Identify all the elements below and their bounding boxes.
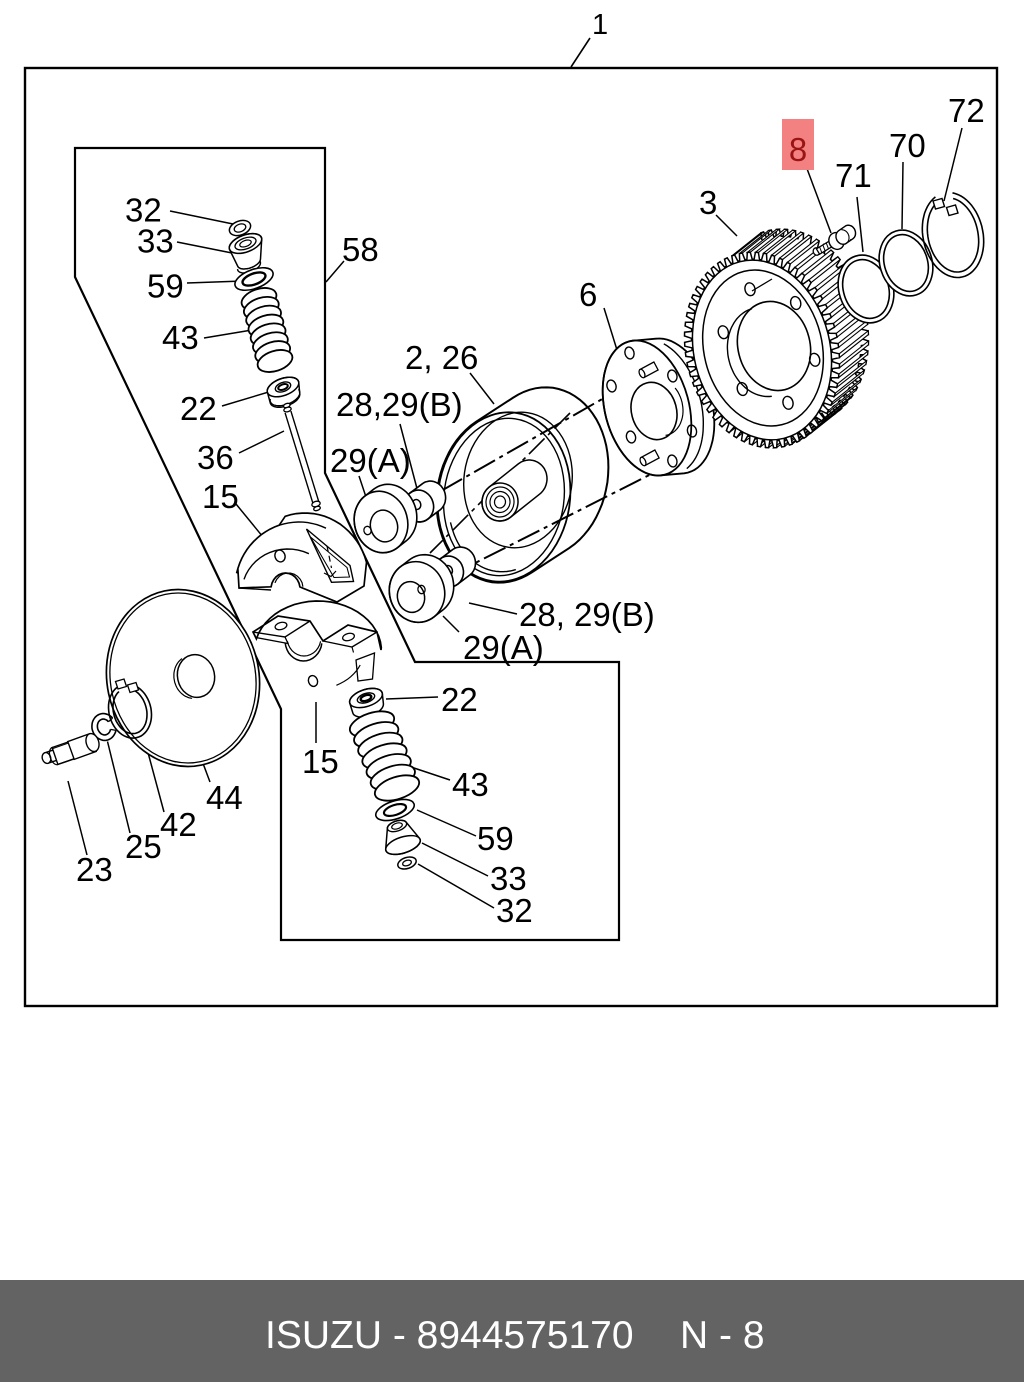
svg-text:58: 58 xyxy=(342,231,379,268)
svg-text:15: 15 xyxy=(302,743,339,780)
svg-text:44: 44 xyxy=(206,779,243,816)
svg-text:32: 32 xyxy=(125,192,162,229)
svg-text:22: 22 xyxy=(180,390,217,427)
svg-text:8: 8 xyxy=(789,131,807,168)
svg-text:59: 59 xyxy=(147,268,184,305)
svg-text:71: 71 xyxy=(835,157,872,194)
svg-text:32: 32 xyxy=(496,892,533,929)
svg-text:3: 3 xyxy=(699,184,717,221)
svg-text:23: 23 xyxy=(76,851,113,888)
svg-text:28, 29(B): 28, 29(B) xyxy=(519,596,655,633)
svg-text:29(A): 29(A) xyxy=(463,629,544,666)
svg-text:6: 6 xyxy=(579,276,597,313)
svg-text:59: 59 xyxy=(477,820,514,857)
svg-text:2, 26: 2, 26 xyxy=(405,339,478,376)
svg-text:1: 1 xyxy=(592,9,608,41)
svg-text:72: 72 xyxy=(948,92,985,129)
svg-text:22: 22 xyxy=(441,681,478,718)
svg-text:28,29(B): 28,29(B) xyxy=(336,386,463,423)
svg-text:43: 43 xyxy=(452,766,489,803)
svg-text:25: 25 xyxy=(125,828,162,865)
svg-text:29(A): 29(A) xyxy=(330,442,411,479)
svg-text:33: 33 xyxy=(490,860,527,897)
svg-text:36: 36 xyxy=(197,439,234,476)
svg-text:15: 15 xyxy=(202,478,239,515)
svg-text:42: 42 xyxy=(160,806,197,843)
svg-text:ISUZU - 8944575170: ISUZU - 8944575170 xyxy=(265,1314,634,1357)
svg-text:N - 8: N - 8 xyxy=(680,1314,765,1357)
svg-text:43: 43 xyxy=(162,319,199,356)
svg-text:33: 33 xyxy=(137,223,174,260)
svg-text:70: 70 xyxy=(889,127,926,164)
